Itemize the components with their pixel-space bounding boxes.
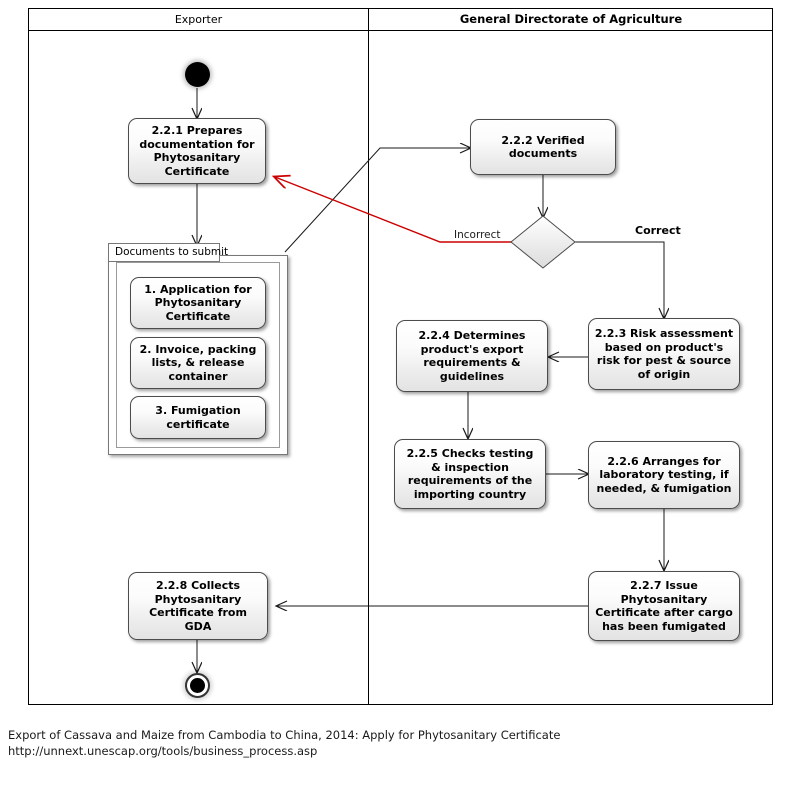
caption-line-1: Export of Cassava and Maize from Cambodi… (8, 728, 561, 742)
activity-2-2-8[interactable]: 2.2.8 Collects Phytosanitary Certificate… (128, 572, 268, 640)
activity-2-2-1[interactable]: 2.2.1 Prepares documentation for Phytosa… (128, 118, 266, 184)
lane-title-exporter: Exporter (174, 13, 223, 26)
activity-2-2-4[interactable]: 2.2.4 Determines product's export requir… (396, 320, 548, 392)
activity-2-2-3[interactable]: 2.2.3 Risk assessment based on product's… (588, 318, 740, 390)
activity-2-2-5[interactable]: 2.2.5 Checks testing & inspection requir… (394, 439, 546, 509)
swimlane-divider (368, 8, 369, 705)
edge-label-correct: Correct (633, 224, 683, 237)
activity-2-2-7[interactable]: 2.2.7 Issue Phytosanitary Certificate af… (588, 571, 740, 641)
lane-title-gda: General Directorate of Agriculture (459, 12, 683, 26)
caption-line-2: http://unnext.unescap.org/tools/business… (8, 744, 318, 758)
start-node (185, 62, 210, 87)
document-item-1[interactable]: 1. Application for Phytosanitary Certifi… (130, 277, 266, 329)
edge-label-incorrect: Incorrect (452, 229, 503, 241)
activity-2-2-6[interactable]: 2.2.6 Arranges for laboratory testing, i… (588, 441, 740, 509)
swimlane-header (28, 8, 773, 31)
caption: Export of Cassava and Maize from Cambodi… (8, 727, 778, 759)
activity-2-2-2[interactable]: 2.2.2 Verified documents (470, 119, 616, 175)
document-item-2[interactable]: 2. Invoice, packing lists, & release con… (130, 337, 266, 389)
document-item-3[interactable]: 3. Fumigation certificate (130, 396, 266, 439)
documents-group-tab: Documents to submit (108, 243, 228, 262)
end-node (185, 673, 210, 698)
